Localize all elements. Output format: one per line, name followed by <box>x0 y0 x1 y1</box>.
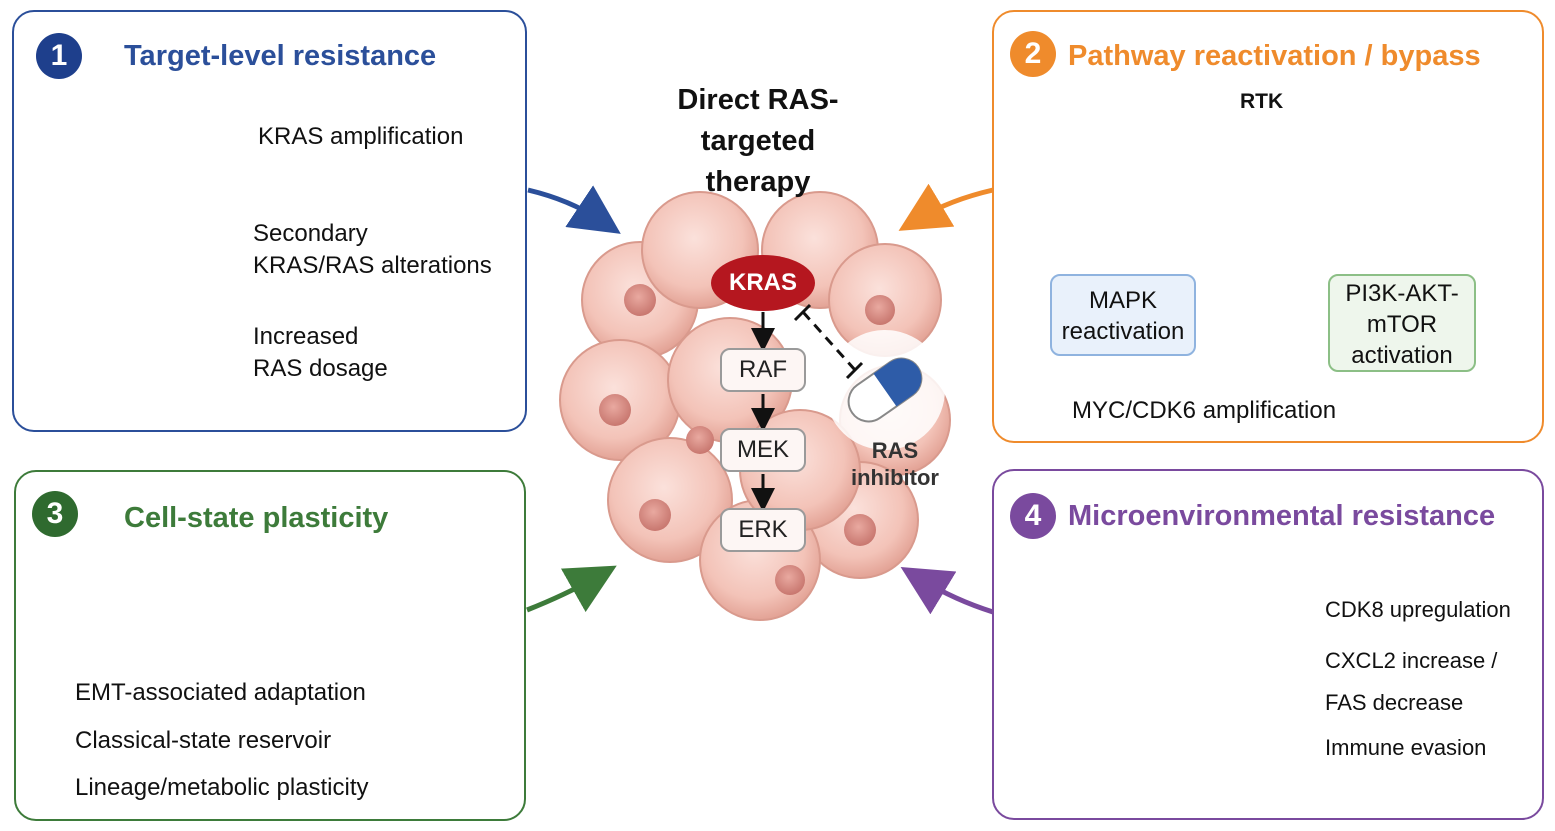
panel1-number-badge: 1 <box>36 33 82 79</box>
panel2-title: Pathway reactivation / bypass <box>1068 40 1481 72</box>
panel3-bullet-1: EMT-associated adaptation <box>75 679 366 706</box>
panel-microenvironment <box>992 469 1544 820</box>
panel4-bullet-2: CXCL2 increase / FAS decrease <box>1325 648 1498 715</box>
panel2-bullet: MYC/CDK6 amplification <box>1072 397 1337 424</box>
panel4-bullet-1: CDK8 upregulation <box>1325 597 1511 622</box>
panel4-number-badge: 4 <box>1010 493 1056 539</box>
rtk-label: RTK <box>1240 90 1284 113</box>
mek-node: MEK <box>720 428 806 472</box>
ras-inhibitor-label: RAS inhibitor <box>851 438 939 490</box>
panel1-item-3: Increased RAS dosage <box>253 323 388 382</box>
panel3-number-badge: 3 <box>32 491 78 537</box>
panel3-bullet-2: Classical-state reservoir <box>75 727 332 754</box>
panel-cell-state <box>14 470 526 821</box>
panel4-bullet-3: Immune evasion <box>1325 735 1487 760</box>
panel1-title: Target-level resistance <box>124 40 437 72</box>
center-title: Direct RAS- targeted therapy <box>677 84 839 198</box>
panel1-item-2: Secondary KRAS/RAS alterations <box>253 220 492 279</box>
pi3k-box: PI3K-AKT- mTOR activation <box>1328 274 1476 372</box>
mapk-box: MAPK reactivation <box>1050 274 1196 356</box>
panel3-bullet-3: Lineage/metabolic plasticity <box>75 774 369 801</box>
panel4-title: Microenvironmental resistance <box>1068 500 1496 532</box>
panel-target-level <box>12 10 527 432</box>
panel1-item-1: KRAS amplification <box>258 123 464 150</box>
panel3-title: Cell-state plasticity <box>124 502 389 534</box>
pill-icon <box>825 330 945 451</box>
erk-node: ERK <box>720 508 806 552</box>
kras-node: KRAS <box>711 255 815 311</box>
panel-pathway-reactivation <box>992 10 1544 443</box>
panel2-number-badge: 2 <box>1010 31 1056 77</box>
raf-node: RAF <box>720 348 806 392</box>
